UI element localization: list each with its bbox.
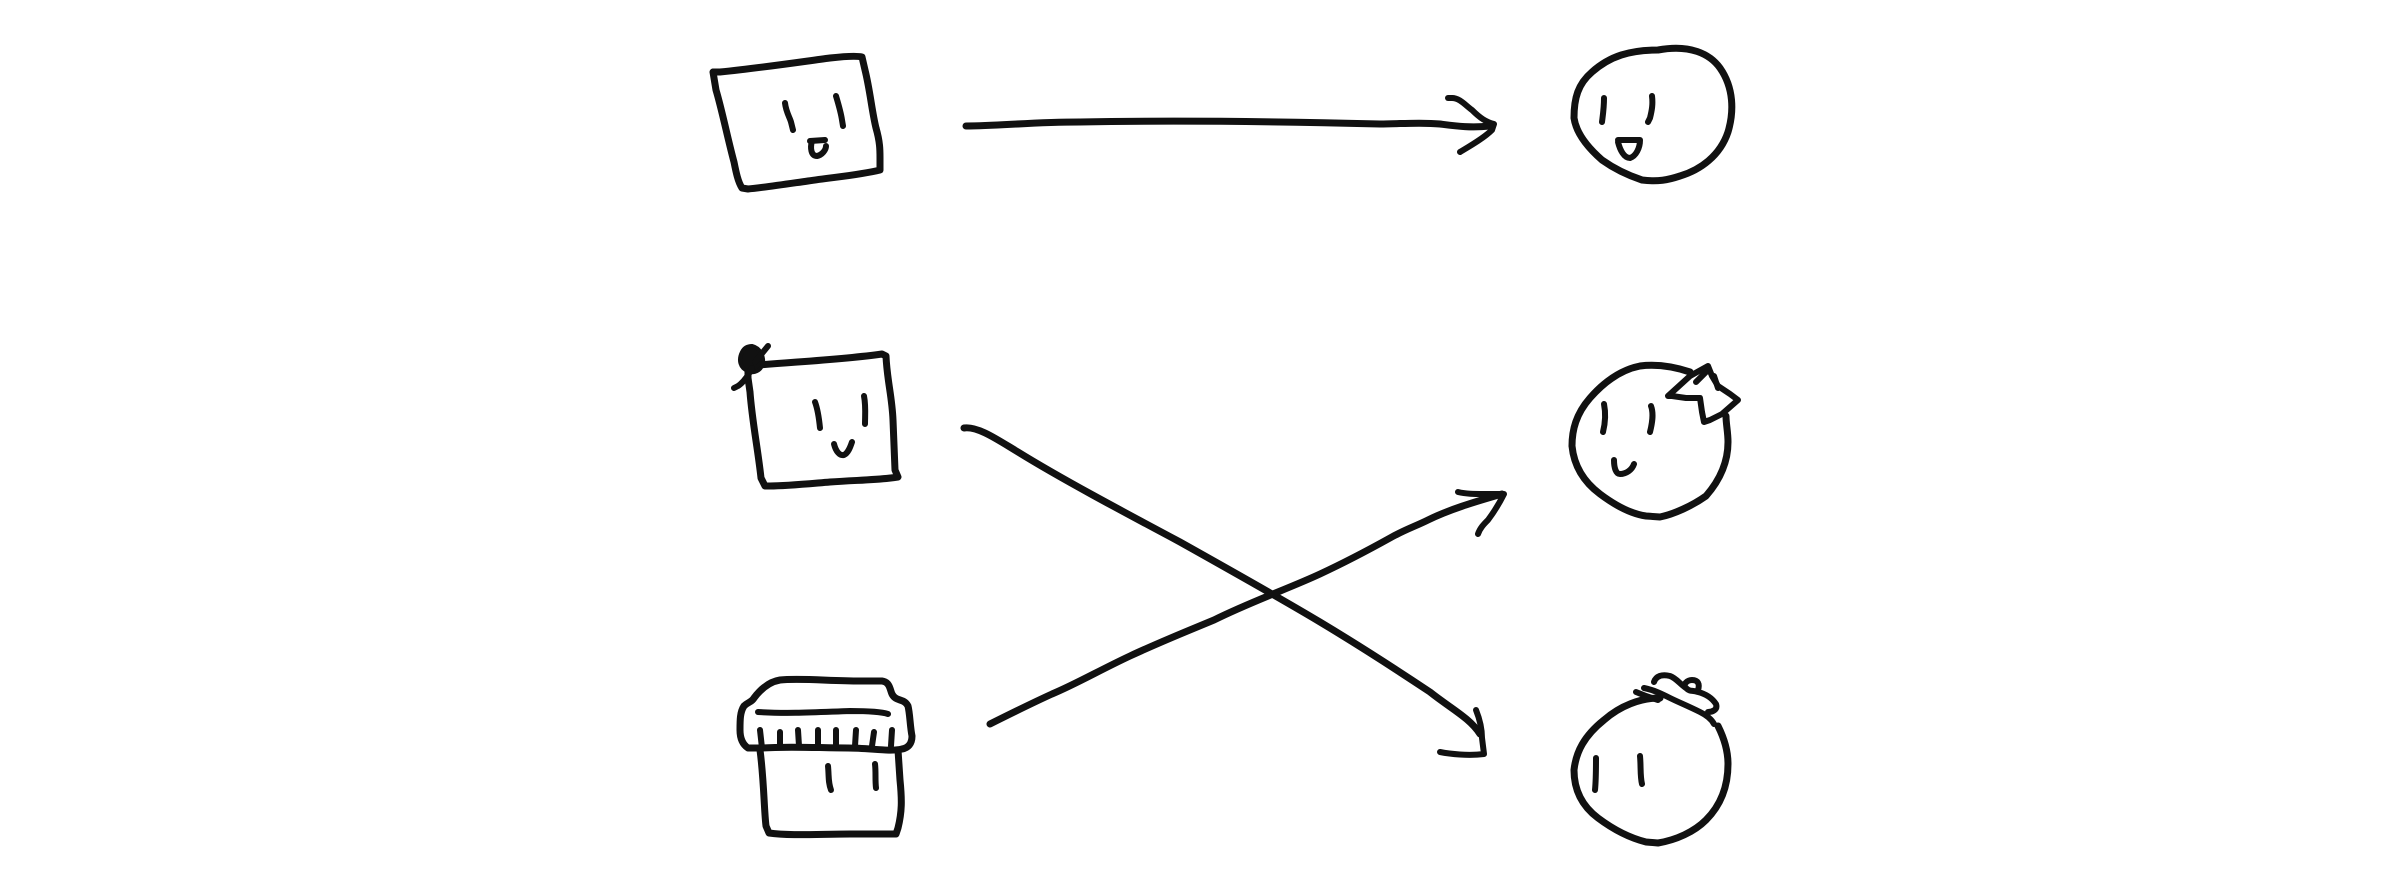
square-face-bow-icon [731, 343, 902, 490]
square-face-icon [709, 52, 884, 193]
round-face-bun-icon [1570, 672, 1732, 847]
arrow-square-face-to-round-face [962, 95, 1497, 155]
arrow-bow-square-to-bun-round [960, 424, 1487, 758]
square-face-bangs-icon [736, 675, 916, 839]
arrow-bangs-square-to-bow-round [986, 489, 1507, 728]
round-face-icon [1570, 44, 1736, 185]
round-face-bow-icon [1568, 361, 1741, 521]
